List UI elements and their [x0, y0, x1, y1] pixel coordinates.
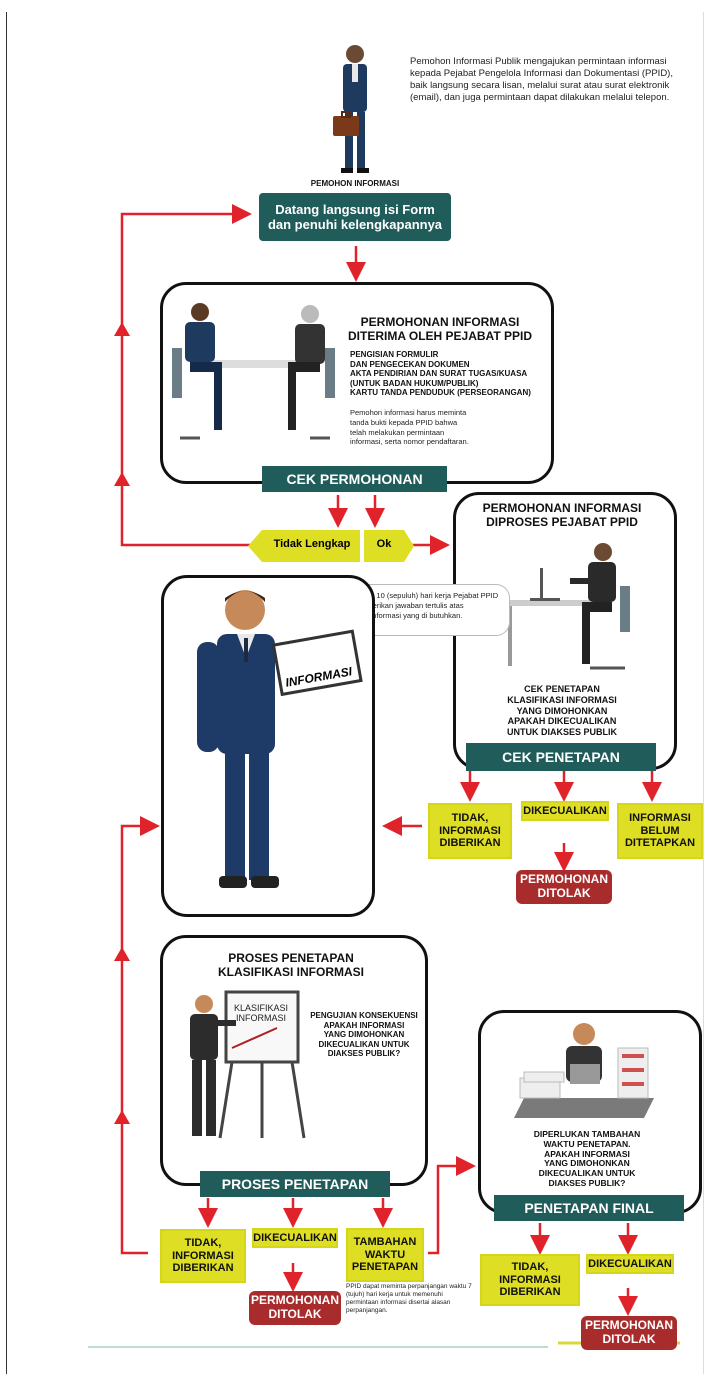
box4-text: DIPERLUKAN TAMBAHAN WAKTU PENETAPAN. APA… [478, 1129, 696, 1189]
box2-check-item: UNTUK DIAKSES PUBLIK [506, 727, 617, 738]
box3-text-line: PENGUJIAN KONSEKUENSI [310, 1011, 418, 1020]
box2-check-item: YANG DIMOHONKAN [516, 705, 608, 716]
desk-worker-illustration [500, 543, 630, 670]
board-label: KLASIFIKASI INFORMASI [228, 1003, 294, 1024]
tidak-lengkap-label: Tidak Lengkap [273, 538, 351, 550]
applicant-figure [333, 45, 369, 173]
box4-text-line: YANG DIMOHONKAN [544, 1158, 630, 1169]
row2-c-line: WAKTU [364, 1248, 406, 1261]
row3-ditolak-line: PERMOHONAN [584, 1318, 673, 1333]
ok-label: Ok [376, 538, 392, 550]
page-frame [6, 12, 704, 1374]
row2-ditolak-line: PERMOHONAN [250, 1293, 339, 1308]
cek-penetapan-banner: CEK PENETAPAN [466, 743, 656, 771]
box3-text-line: APAKAH INFORMASI [323, 1020, 405, 1030]
row2-permohonan-ditolak: PERMOHONAN DITOLAK [249, 1291, 341, 1325]
board-label-line: KLASIFIKASI [233, 1003, 289, 1013]
box4-text-line: WAKTU PENETAPAN. [543, 1138, 631, 1149]
box4-text-line: APAKAH INFORMASI [544, 1148, 630, 1159]
box-permohonan-diterima [160, 282, 554, 484]
row2-tambahan-waktu: TAMBAHAN WAKTU PENETAPAN [346, 1228, 424, 1282]
row2-dikecualikan: DIKECUALIKAN [252, 1228, 338, 1248]
row3-ditolak-line: DITOLAK [602, 1332, 656, 1346]
row2-ditolak-line: DITOLAK [268, 1307, 322, 1321]
row1-c-line: INFORMASI [629, 812, 691, 825]
box1-list: PENGISIAN FORMULIR DAN PENGECEKAN DOKUME… [350, 350, 531, 398]
box2-title: PERMOHONAN INFORMASI DIPROSES PEJABAT PP… [453, 501, 671, 530]
row1-permohonan-ditolak: PERMOHONAN DITOLAK [516, 870, 612, 904]
row1-c-line: BELUM [640, 824, 680, 837]
box2-check-item: APAKAH DIKECUALIKAN [507, 716, 617, 727]
box3-text-line: YANG DIMOHONKAN [323, 1030, 405, 1040]
row1-ditolak-line: PERMOHONAN [519, 872, 608, 887]
row3-a-line: TIDAK, [511, 1261, 549, 1274]
box1-title-line1: PERMOHONAN INFORMASI [360, 315, 520, 329]
box1-title-line2: DITERIMA OLEH PEJABAT PPID [347, 328, 532, 343]
box1-list-item: PENGISIAN FORMULIR [350, 350, 439, 359]
box1-note: Pemohon informasi harus meminta tanda bu… [350, 408, 469, 447]
box3-title-line2: KLASIFIKASI INFORMASI [218, 964, 364, 979]
row2-tidak-diberikan: TIDAK, INFORMASI DIBERIKAN [160, 1229, 246, 1283]
step-form-line2: dan penuhi kelengkapannya [267, 217, 443, 232]
box1-list-item: (UNTUK BADAN HUKUM/PUBLIK) [350, 378, 479, 388]
official-with-sign-illustration [197, 590, 363, 888]
row2-extension-note: PPID dapat meminta perpanjangan waktu 7 … [346, 1283, 472, 1315]
penetapan-final-banner: PENETAPAN FINAL [494, 1195, 684, 1221]
row1-dikecualikan: DIKECUALIKAN [521, 801, 609, 821]
row1-tidak-diberikan: TIDAK, INFORMASI DIBERIKAN [428, 803, 512, 859]
box4-text-line: DIAKSES PUBLIK? [548, 1177, 626, 1188]
box2-check-item: CEK PENETAPAN [524, 684, 600, 694]
board-label-line: INFORMASI [235, 1012, 286, 1023]
box2-check-list: CEK PENETAPAN KLASIFIKASI INFORMASI YANG… [453, 684, 671, 738]
box1-list-item: KARTU TANDA PENDUDUK (PERSEORANGAN) [350, 388, 531, 398]
proses-penetapan-banner: PROSES PENETAPAN [200, 1171, 390, 1197]
row1-a-line: TIDAK, [451, 812, 489, 825]
row2-a-line: DIBERIKAN [172, 1262, 234, 1275]
box3-text: PENGUJIAN KONSEKUENSI APAKAH INFORMASI Y… [308, 1011, 420, 1059]
box3-title-line1: PROSES PENETAPAN [228, 951, 354, 965]
applicant-label: PEMOHON INFORMASI [310, 179, 400, 188]
box2-check-item: KLASIFIKASI INFORMASI [507, 694, 617, 705]
row3-tidak-diberikan: TIDAK, INFORMASI DIBERIKAN [480, 1254, 580, 1306]
row2-c-line: PENETAPAN [351, 1261, 419, 1274]
box3-text-line: DIAKSES PUBLIK? [327, 1049, 401, 1059]
intro-text: Pemohon Informasi Publik mengajukan perm… [410, 56, 673, 103]
row1-c-line: DITETAPKAN [624, 837, 696, 850]
box1-title: PERMOHONAN INFORMASI DITERIMA OLEH PEJAB… [340, 315, 540, 344]
row1-ditolak-line: DITOLAK [537, 886, 591, 900]
box2-title-line2: DIPROSES PEJABAT PPID [486, 514, 638, 529]
row1-belum-ditetapkan: INFORMASI BELUM DITETAPKAN [617, 803, 703, 859]
cek-permohonan-banner: CEK PERMOHONAN [262, 466, 447, 492]
box3-title: PROSES PENETAPAN KLASIFIKASI INFORMASI [160, 951, 422, 980]
row2-a-line: TIDAK, [184, 1237, 222, 1250]
row1-a-line: INFORMASI [439, 824, 501, 837]
row3-dikecualikan: DIKECUALIKAN [586, 1254, 674, 1274]
box3-text-line: DIKECUALIKAN UNTUK [318, 1039, 410, 1049]
box4-text-line: DIKECUALIKAN UNTUK [538, 1168, 636, 1179]
row3-a-line: INFORMASI [499, 1273, 561, 1286]
box1-list-item: DAN PENGECEKAN DOKUMEN [350, 359, 470, 369]
row3-permohonan-ditolak: PERMOHONAN DITOLAK [581, 1316, 677, 1350]
box1-list-item: AKTA PENDIRIAN DAN SURAT TUGAS/KUASA [350, 369, 528, 379]
row3-a-line: DIBERIKAN [499, 1286, 561, 1299]
box2-title-line1: PERMOHONAN INFORMASI [482, 501, 642, 515]
row2-c-line: TAMBAHAN [353, 1236, 417, 1249]
meeting-illustration [172, 303, 335, 440]
presenter-illustration [190, 990, 306, 1139]
decision-badges [248, 530, 414, 562]
step-form-line1: Datang langsung isi Form [275, 202, 435, 217]
row2-a-line: INFORMASI [172, 1249, 234, 1262]
step-form-box: Datang langsung isi Form dan penuhi kele… [259, 193, 451, 241]
row1-a-line: DIBERIKAN [439, 837, 501, 850]
box4-text-line: DIPERLUKAN TAMBAHAN [533, 1129, 641, 1139]
paperwork-illustration [514, 1023, 654, 1118]
